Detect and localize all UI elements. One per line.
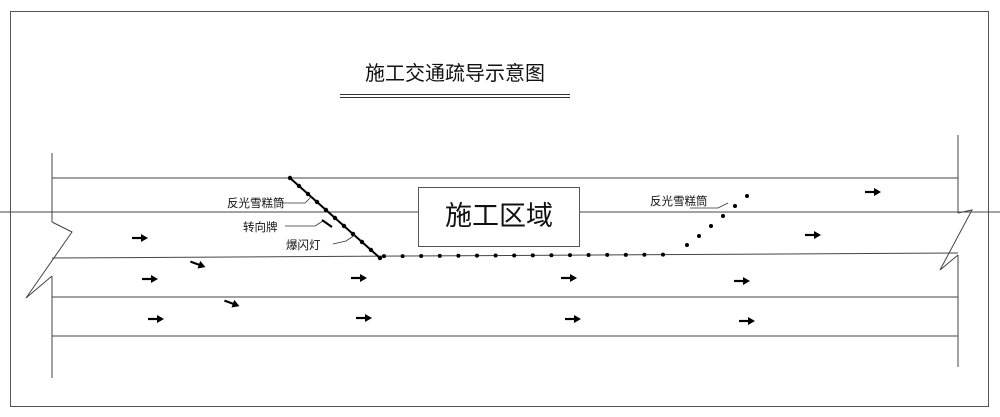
cone-dot: [359, 239, 365, 245]
arrow-right-icon: [805, 231, 821, 239]
label-turn-sign: 转向牌: [243, 220, 278, 234]
cone-dot: [549, 253, 554, 258]
label-flash-light: 爆闪灯: [286, 238, 321, 252]
arrow-right-icon: [565, 315, 581, 323]
title-underline-top: [340, 94, 570, 95]
label-leaders: [280, 195, 729, 245]
cone-dot: [437, 253, 442, 258]
closure-cones: [382, 252, 665, 259]
cone-dot: [382, 254, 386, 259]
cone-dot: [745, 194, 749, 198]
leader-turn-sign: [285, 220, 324, 227]
cone-dot: [568, 253, 572, 258]
arrow-right-icon: [739, 317, 755, 325]
cone-dot: [605, 252, 610, 257]
cone-dot: [661, 252, 665, 257]
road-left-edge: [25, 153, 73, 378]
cone-dot: [493, 253, 498, 258]
cone-dot: [530, 253, 535, 258]
turn-sign-mark: [321, 219, 333, 228]
cone-dot: [296, 183, 302, 189]
arrow-right-icon: [132, 234, 148, 242]
road-right-edge: [939, 135, 973, 367]
diagram-frame: [10, 11, 989, 407]
cone-dot: [456, 253, 461, 258]
cone-dot: [623, 252, 628, 257]
title-underline-bottom: [340, 97, 570, 98]
taper-cones: [287, 175, 383, 261]
arrow-right-icon: [190, 260, 206, 269]
cone-dot: [709, 224, 713, 228]
cone-dot: [341, 223, 347, 229]
cone-dot: [586, 253, 591, 258]
arrow-right-icon: [356, 314, 372, 322]
construction-zone-label: 施工区域: [418, 187, 580, 247]
arrow-right-icon: [865, 188, 881, 196]
diagram-title: 施工交通疏导示意图: [365, 61, 545, 85]
arrow-right-icon: [148, 315, 164, 323]
leader-cone-left: [280, 195, 313, 204]
cone-dot: [400, 254, 405, 259]
arrow-right-icon: [351, 274, 367, 282]
cone-dot: [512, 253, 517, 258]
cone-dot: [323, 207, 329, 213]
cone-dot: [475, 253, 479, 258]
cone-dot: [305, 191, 311, 197]
cone-dot: [287, 175, 293, 181]
leader-cone-right: [690, 202, 729, 209]
cone-dot: [685, 243, 689, 247]
arrow-right-icon: [734, 277, 750, 285]
cone-dot: [314, 199, 320, 205]
cone-dot: [721, 214, 725, 218]
traffic-arrows: [132, 188, 881, 325]
label-cone-right: 反光雪糕筒: [650, 194, 708, 208]
cone-dot: [419, 253, 424, 258]
label-cone-left: 反光雪糕筒: [227, 196, 285, 210]
road-line-closure: [51, 252, 959, 259]
arrow-right-icon: [561, 274, 577, 282]
cone-dot: [697, 234, 701, 238]
cone-dot: [368, 247, 374, 253]
end-cones: [685, 194, 749, 247]
cone-dot: [332, 215, 338, 221]
leader-flash-light: [332, 234, 356, 245]
arrow-right-icon: [142, 275, 158, 283]
cone-dot: [642, 252, 647, 257]
cone-dot: [733, 204, 737, 208]
cone-dot: [350, 231, 356, 237]
arrow-right-icon: [224, 299, 240, 308]
cone-dot: [377, 255, 383, 261]
